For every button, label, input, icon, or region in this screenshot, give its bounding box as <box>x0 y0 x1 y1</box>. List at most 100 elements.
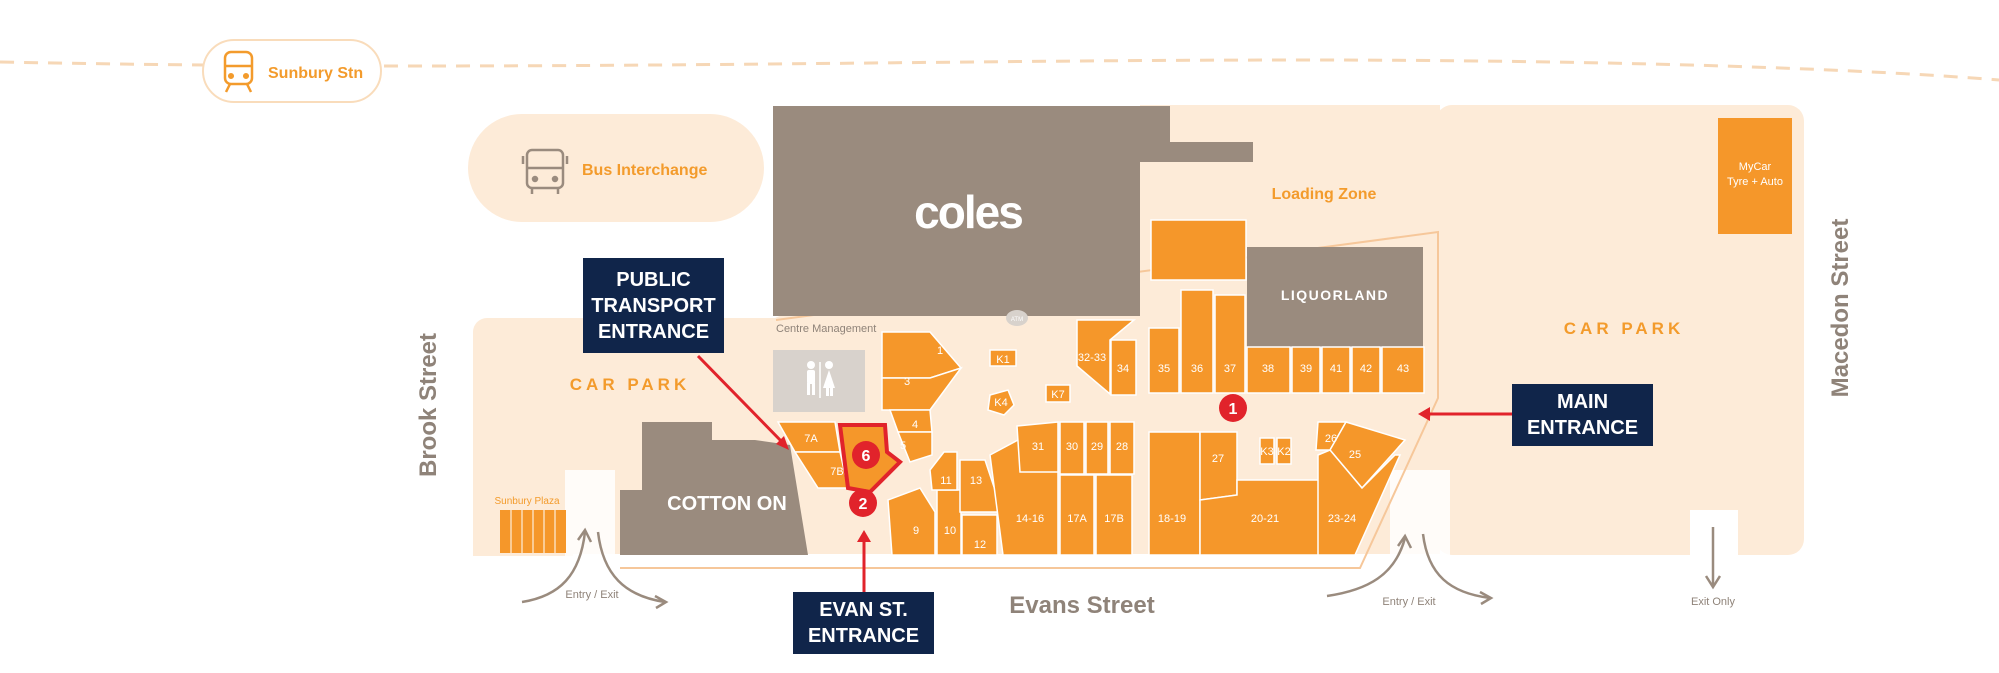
unit-shape-42[interactable] <box>1351 346 1381 394</box>
entry-exit-right-label: Entry / Exit <box>1382 596 1435 608</box>
loading-zone-label: Loading Zone <box>1272 186 1377 203</box>
kiosk-label-k3: K3 <box>1260 446 1273 458</box>
atm-marker[interactable]: ATM <box>1006 310 1028 326</box>
road-gap-left <box>565 470 615 560</box>
unit-shape-38[interactable] <box>1246 346 1291 394</box>
unit-shape-29[interactable] <box>1085 421 1109 475</box>
unit-shape-34[interactable] <box>1110 339 1137 396</box>
unit-label-31: 31 <box>1032 441 1044 453</box>
unit-label-43: 43 <box>1397 363 1409 375</box>
unit-label-39: 39 <box>1300 363 1312 375</box>
unit-shape-backofhouse <box>1150 219 1247 281</box>
unit-label-27: 27 <box>1212 453 1224 465</box>
main-entrance-line-2: ENTRANCE <box>1526 417 1639 439</box>
macedon-street-label: Macedon Street <box>1827 219 1854 398</box>
unit-shape-10[interactable] <box>936 489 962 556</box>
unit-label-42: 42 <box>1360 363 1372 375</box>
sunbury-plaza-building[interactable] <box>500 510 566 553</box>
kiosk-shape-k1[interactable] <box>989 349 1017 367</box>
unit-shape-17b[interactable] <box>1095 474 1133 556</box>
unit-label-7b: 7B <box>830 466 843 478</box>
unit-shape-11[interactable] <box>929 451 958 491</box>
unit-label-29: 29 <box>1091 441 1103 453</box>
evan-st-entrance-line-2: ENTRANCE <box>807 625 920 647</box>
kiosk-shape-k7[interactable] <box>1045 384 1071 403</box>
unit-label-9: 9 <box>913 525 919 537</box>
main-entrance-line-1: MAIN <box>1556 391 1609 413</box>
unit-label-36: 36 <box>1191 363 1203 375</box>
unit-label-28: 28 <box>1116 441 1128 453</box>
public-transport-line-2: TRANSPORT <box>591 294 716 317</box>
unit-shape-k3[interactable] <box>1259 437 1275 465</box>
unit-shape-9[interactable] <box>887 487 936 556</box>
unit-shape-35[interactable] <box>1148 327 1180 394</box>
unit-shape-28[interactable] <box>1109 421 1135 475</box>
coles-building[interactable] <box>773 106 1253 316</box>
unit-shape-k2[interactable] <box>1276 437 1292 465</box>
toilets-block[interactable] <box>773 350 865 412</box>
station-pill[interactable]: Sunbury Stn <box>202 39 382 103</box>
mycar-building[interactable] <box>1718 118 1792 234</box>
unit-label-37: 37 <box>1224 363 1236 375</box>
unit-label-4: 4 <box>912 419 918 431</box>
unit-shape-41[interactable] <box>1321 346 1351 394</box>
public-transport-entrance-callout[interactable]: PUBLIC TRANSPORT ENTRANCE <box>583 258 724 353</box>
unit-shape-27[interactable] <box>1199 431 1238 501</box>
main-entrance-callout[interactable]: MAIN ENTRANCE <box>1512 384 1653 446</box>
centre-management-label: Centre Management <box>776 323 876 335</box>
unit-shape-36[interactable] <box>1180 289 1214 394</box>
unit-shape-5[interactable] <box>896 431 933 463</box>
bus-icon <box>521 148 569 194</box>
marker-1-label: 1 <box>1229 401 1238 418</box>
unit-label-23-24: 23-24 <box>1328 513 1356 525</box>
unit-label-10: 10 <box>944 525 956 537</box>
toilets-icon <box>807 361 835 398</box>
unit-label-25: 25 <box>1349 449 1361 461</box>
unit-label-35: 35 <box>1158 363 1170 375</box>
unit-label-41: 41 <box>1330 363 1342 375</box>
cotton-on-building[interactable] <box>620 422 808 555</box>
unit-label-5: 5 <box>900 440 906 452</box>
unit-label-32-33: 32-33 <box>1078 352 1106 364</box>
kiosk-shape-k4[interactable] <box>987 389 1015 416</box>
mycar-sub: Tyre + Auto <box>1727 176 1783 188</box>
unit-shape-39[interactable] <box>1291 346 1321 394</box>
car-park-right-label: CAR PARK <box>1564 319 1684 338</box>
bus-interchange[interactable]: Bus Interchange <box>468 114 764 222</box>
unit-labels: 1 3 4 5 7A 7B 9 10 11 12 13 14-16 17A 17… <box>804 345 1409 551</box>
marker-1[interactable]: 1 <box>1219 394 1247 422</box>
marker-2-label: 2 <box>859 496 868 513</box>
station-label: Sunbury Stn <box>268 65 363 82</box>
evan-st-entrance-callout[interactable]: EVAN ST. ENTRANCE <box>793 592 934 654</box>
unit-shape-12[interactable] <box>961 514 998 556</box>
unit-shape-31[interactable] <box>1016 421 1059 473</box>
rail-line <box>0 58 1999 82</box>
public-transport-line-3: ENTRANCE <box>597 320 710 343</box>
unit-label-3: 3 <box>904 376 910 388</box>
kiosk-label-k4: K4 <box>994 397 1007 409</box>
unit-shape-17a[interactable] <box>1059 474 1095 556</box>
unit-shape-30[interactable] <box>1059 421 1085 475</box>
evan-st-entrance-line-1: EVAN ST. <box>819 599 908 621</box>
liquorland-building[interactable] <box>1247 247 1423 347</box>
marker-6[interactable]: 6 <box>852 441 880 469</box>
unit-label-18-19: 18-19 <box>1158 513 1186 525</box>
unit-label-34: 34 <box>1117 363 1129 375</box>
marker-2[interactable]: 2 <box>849 489 877 517</box>
unit-shape-18-19[interactable] <box>1148 431 1201 556</box>
unit-shape-3[interactable] <box>881 366 963 411</box>
unit-label-12: 12 <box>974 539 986 551</box>
unit-shape-32-33[interactable] <box>1076 319 1137 396</box>
unit-label-13: 13 <box>970 475 982 487</box>
unit-label-30: 30 <box>1066 441 1078 453</box>
unit-shape-37[interactable] <box>1214 294 1246 394</box>
evans-street-label: Evans Street <box>1009 592 1154 619</box>
unit-shape-43[interactable] <box>1381 346 1425 394</box>
coles-logo: coles <box>914 186 1022 238</box>
unit-shape-23-24[interactable] <box>1317 449 1402 556</box>
atm-label: ATM <box>1011 317 1023 323</box>
unit-label-1: 1 <box>937 345 943 357</box>
public-transport-line-1: PUBLIC <box>616 268 691 291</box>
